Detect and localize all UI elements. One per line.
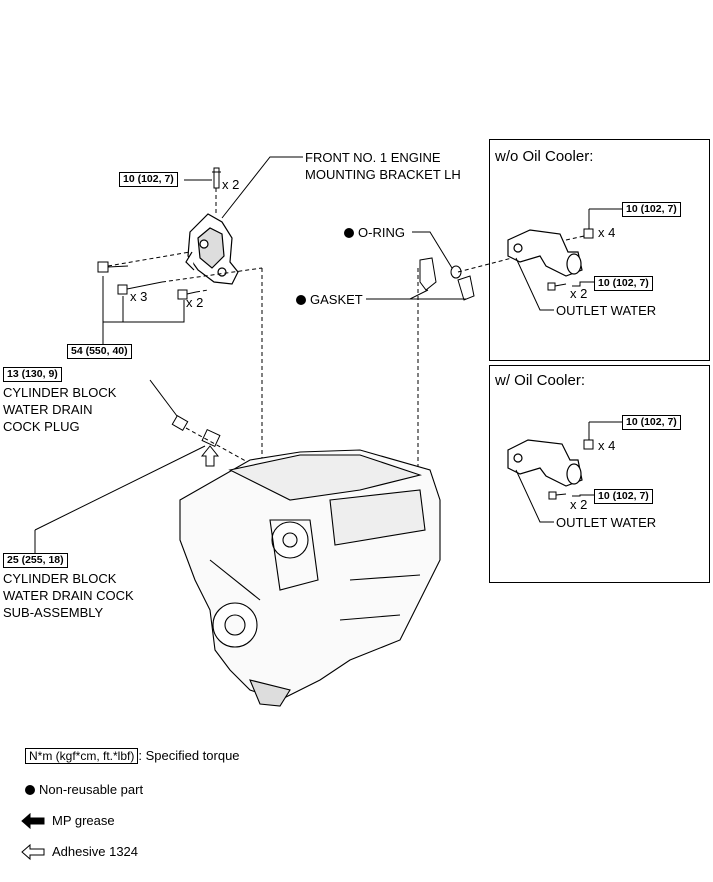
bracket-label-line2: MOUNTING BRACKET LH bbox=[305, 167, 461, 182]
legend-mp-grease: MP grease bbox=[52, 813, 115, 828]
bolt-long-icon bbox=[97, 261, 197, 300]
leader-gasket bbox=[366, 289, 429, 300]
torque-cock: 25 (255, 18) bbox=[3, 553, 68, 568]
leader-plug bbox=[149, 379, 181, 421]
stud-top-icon bbox=[212, 167, 221, 189]
drain-cock-icon bbox=[201, 428, 221, 448]
legend-torque: N*m (kgf*cm, ft.*lbf): Specified torque bbox=[25, 748, 240, 764]
oring-icon bbox=[450, 265, 462, 279]
wo-oil-cooler-title: w/o Oil Cooler: bbox=[495, 148, 594, 165]
bolt-w-icon bbox=[548, 491, 557, 500]
torque-wo-nut: 10 (102, 7) bbox=[622, 202, 681, 217]
qty-w-nut: x 4 bbox=[598, 438, 616, 453]
gasket-left-icon bbox=[419, 257, 437, 291]
torque-w-nut: 10 (102, 7) bbox=[622, 415, 681, 430]
torque-bracket-bolts: 54 (550, 40) bbox=[67, 344, 132, 359]
wo-oil-cooler-box bbox=[489, 139, 710, 361]
cock-label: CYLINDER BLOCK WATER DRAIN COCK SUB-ASSE… bbox=[3, 571, 134, 620]
mounting-bracket-icon bbox=[185, 213, 239, 285]
torque-bracket-top: 10 (102, 7) bbox=[119, 172, 178, 187]
gasket-label: GASKET bbox=[296, 291, 363, 308]
torque-wo-bolt: 10 (102, 7) bbox=[594, 276, 653, 291]
leader-outlet-wo bbox=[515, 257, 554, 311]
qty-bracket-bolt-short: x 2 bbox=[186, 295, 204, 310]
qty-w-bolt: x 2 bbox=[570, 497, 588, 512]
bolt-wo-icon bbox=[547, 282, 556, 291]
nonreusable-dot-icon bbox=[344, 228, 354, 238]
torque-w-bolt: 10 (102, 7) bbox=[594, 489, 653, 504]
w-oil-cooler-box bbox=[489, 365, 710, 583]
legend-torque-unit: N*m (kgf*cm, ft.*lbf) bbox=[25, 748, 139, 764]
drain-plug-icon bbox=[171, 414, 189, 432]
gasket-right-icon bbox=[457, 275, 475, 301]
adhesive-legend-arrow-icon bbox=[21, 843, 45, 861]
qty-wo-nut: x 4 bbox=[598, 225, 616, 240]
engine-block-icon bbox=[179, 449, 441, 707]
outlet-water-wo-label: OUTLET WATER bbox=[556, 303, 657, 318]
bracket-label-line1: FRONT NO. 1 ENGINE bbox=[305, 150, 441, 165]
leader-outlet-w bbox=[515, 469, 554, 523]
leader-bracket bbox=[221, 156, 303, 219]
bracket-label: FRONT NO. 1 ENGINE MOUNTING BRACKET LH bbox=[305, 149, 461, 183]
nonreusable-dot-icon bbox=[296, 295, 306, 305]
nonreusable-dot-icon bbox=[25, 785, 35, 795]
qty-wo-bolt: x 2 bbox=[570, 286, 588, 301]
legend-adhesive: Adhesive 1324 bbox=[52, 844, 139, 859]
legend-torque-desc: : Specified torque bbox=[138, 748, 240, 763]
outlet-water-w-label: OUTLET WATER bbox=[556, 515, 657, 530]
legend-nonreusable: Non-reusable part bbox=[25, 782, 143, 797]
leader-bracket-bolts bbox=[102, 276, 185, 323]
leader-oring bbox=[412, 231, 453, 269]
qty-bracket-bolt-mid: x 3 bbox=[130, 289, 148, 304]
torque-plug: 13 (130, 9) bbox=[3, 367, 62, 382]
oring-label: O-RING bbox=[344, 224, 405, 241]
outlet-water-wo-icon bbox=[507, 229, 583, 277]
w-oil-cooler-title: w/ Oil Cooler: bbox=[495, 372, 586, 389]
adhesive-arrow-icon bbox=[200, 445, 220, 467]
plug-label: CYLINDER BLOCK WATER DRAIN COCK PLUG bbox=[3, 385, 117, 434]
mp-grease-arrow-icon bbox=[21, 812, 45, 830]
outlet-water-w-icon bbox=[507, 439, 583, 487]
qty-bracket-top: x 2 bbox=[222, 177, 240, 192]
